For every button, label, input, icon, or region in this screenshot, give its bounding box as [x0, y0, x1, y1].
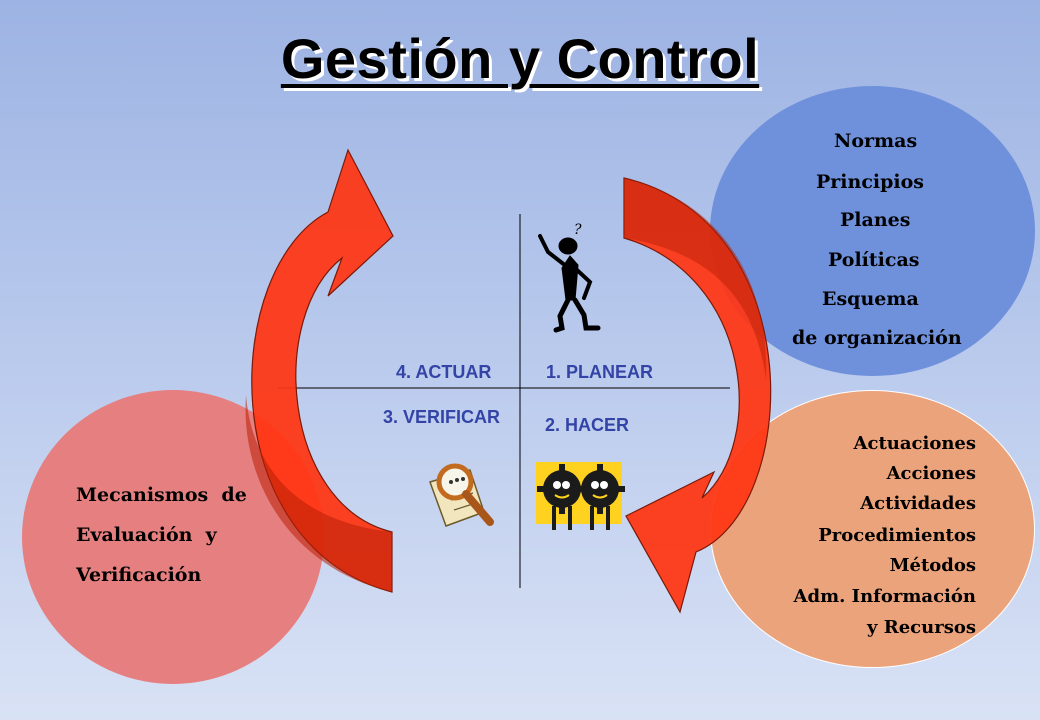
- planning-item: Normas: [834, 130, 918, 152]
- thinking-figure-icon: ?: [538, 222, 601, 333]
- magnifier-document-icon: [429, 463, 494, 527]
- planning-item: Políticas: [828, 249, 920, 271]
- phase-hacer-label: 2. HACER: [545, 415, 630, 435]
- phase-actuar-label: 4. ACTUAR: [396, 362, 492, 382]
- doing-item: Métodos: [889, 555, 976, 576]
- planning-item: de organización: [792, 327, 962, 349]
- phase-planear-label: 1. PLANEAR: [546, 362, 654, 382]
- left-cycle-arrow: [245, 148, 394, 593]
- planning-item: Planes: [840, 209, 911, 231]
- svg-text:?: ?: [574, 222, 582, 238]
- phase-verificar-label: 3. VERIFICAR: [383, 407, 501, 427]
- doing-item: y Recursos: [867, 617, 976, 638]
- evaluation-item: Verificación: [76, 564, 202, 586]
- doing-item: Adm. Información: [793, 586, 976, 607]
- doing-item: Actuaciones: [853, 433, 976, 454]
- doing-item: Actividades: [860, 493, 976, 514]
- planning-item: Esquema: [822, 288, 919, 310]
- doing-item: Acciones: [886, 463, 976, 484]
- evaluation-item: Mecanismos de: [76, 484, 247, 506]
- gear-workers-icon: [536, 462, 625, 530]
- right-cycle-arrow: [623, 177, 772, 614]
- diagram-title: Gestión y Control: [280, 27, 760, 90]
- planning-item: Principios: [816, 171, 924, 193]
- evaluation-item: Evaluación y: [76, 524, 217, 546]
- planning-circle: [710, 86, 1035, 376]
- doing-item: Procedimientos: [818, 525, 976, 546]
